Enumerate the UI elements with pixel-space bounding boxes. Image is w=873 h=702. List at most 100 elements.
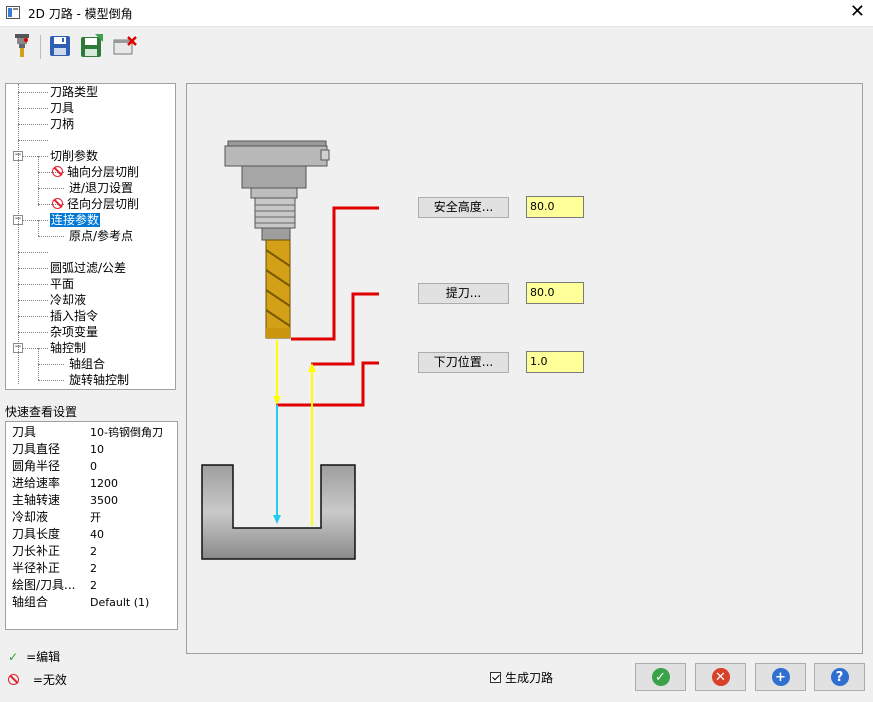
legend-invalid: =无效	[8, 671, 67, 688]
save-green-icon	[81, 34, 103, 57]
tree-item-label: 轴控制	[50, 341, 87, 355]
tree-item[interactable]: 圆弧过滤/公差	[50, 260, 126, 276]
tree-item[interactable]: 径向分层切削	[52, 196, 139, 212]
tool-holder-illustration	[224, 140, 330, 241]
tree-item[interactable]: 插入指令	[50, 308, 98, 324]
tree-item-label: 平面	[50, 277, 75, 291]
quick-view-value: 2	[90, 562, 97, 575]
invalid-icon	[52, 198, 63, 209]
tree-item-label: 径向分层切削	[67, 197, 140, 211]
quick-view-value: 3500	[90, 494, 118, 507]
quick-view-value: 2	[90, 579, 97, 592]
cancel-icon: ✕	[711, 668, 730, 686]
tree-item[interactable]: 杂项变量	[50, 324, 98, 340]
tree-item-label: 刀柄	[50, 117, 75, 131]
tree-item[interactable]: 旋转轴控制	[69, 372, 129, 388]
ok-icon: ✓	[651, 668, 670, 686]
tree-item[interactable]: 平面	[50, 276, 74, 292]
tree-item-label: 原点/参考点	[69, 229, 134, 243]
cancel-button[interactable]: ✕	[695, 663, 746, 691]
quick-view-key: 刀具长度	[12, 527, 61, 541]
close-button[interactable]: ✕	[849, 1, 865, 22]
quick-view-value: 1200	[90, 477, 118, 490]
tree-connector	[18, 84, 19, 384]
workpiece-illustration	[201, 464, 356, 560]
tree-item[interactable]: 刀具	[50, 100, 74, 116]
tree-item[interactable]: 切削参数	[50, 148, 98, 164]
tree-item-label: 冷却液	[50, 293, 87, 307]
feed-plane-button[interactable]: 下刀位置...	[418, 352, 509, 373]
tool-button[interactable]	[8, 32, 36, 60]
feed-plane-field[interactable]: 1.0	[526, 351, 584, 373]
linking-parameters-panel: 安全高度... 80.0 提刀... 80.0 下刀位置... 1.0	[186, 83, 863, 654]
help-icon: ?	[830, 668, 849, 686]
quick-view-key: 轴组合	[12, 595, 49, 609]
tool-icon	[15, 34, 29, 57]
delete-button[interactable]	[111, 32, 139, 60]
tree-item[interactable]: 原点/参考点	[69, 228, 133, 244]
tree-connector	[18, 348, 48, 349]
help-button[interactable]: ?	[814, 663, 865, 691]
retract-field[interactable]: 80.0	[526, 282, 584, 304]
quick-view-key: 刀具	[12, 425, 37, 439]
add-icon: +	[771, 668, 790, 686]
tree-item[interactable]: 轴组合	[69, 356, 105, 372]
legend-edit-label: =编辑	[26, 650, 61, 664]
save-green-button[interactable]	[78, 32, 106, 60]
tree-item[interactable]: 刀柄	[50, 116, 74, 132]
tree-item-label: 刀路类型	[50, 85, 99, 99]
clearance-field[interactable]: 80.0	[526, 196, 584, 218]
quick-view-key: 进给速率	[12, 476, 61, 490]
tree-item-label: 旋转轴控制	[69, 373, 130, 387]
quick-view-value: 0	[90, 460, 97, 473]
title-bar: 2D 刀路 - 模型倒角 ✕	[0, 0, 873, 27]
tree-connector	[18, 252, 48, 253]
ok-button[interactable]: ✓	[635, 663, 686, 691]
clearance-button[interactable]: 安全高度...	[418, 197, 509, 218]
retract-leader-line	[311, 292, 379, 366]
cutter-illustration	[265, 239, 291, 339]
quick-view-key: 刀具直径	[12, 442, 61, 456]
quick-view-key: 绘图/刀具...	[12, 578, 76, 592]
tree-item[interactable]: 连接参数	[50, 212, 101, 228]
quick-view-value: 40	[90, 528, 104, 541]
quick-view-value: 10-钨钢倒角刀	[90, 426, 163, 439]
tree-connector	[38, 236, 64, 237]
tree-item[interactable]: 刀路类型	[50, 84, 98, 100]
navigation-tree[interactable]: 刀路类型刀具刀柄−切削参数轴向分层切削进/退刀设置径向分层切削−连接参数原点/参…	[5, 83, 176, 390]
add-button[interactable]: +	[755, 663, 806, 691]
legend-invalid-label: =无效	[32, 673, 67, 687]
tree-item[interactable]: 轴向分层切削	[52, 164, 139, 180]
tree-connector	[38, 220, 39, 236]
quick-view-key: 刀长补正	[12, 544, 61, 558]
tree-item-label: 轴组合	[69, 357, 106, 371]
tree-item-label: 刀具	[50, 101, 75, 115]
tree-connector	[18, 140, 48, 141]
tree-item[interactable]: 冷却液	[50, 292, 86, 308]
tree-item-label: 插入指令	[50, 309, 99, 323]
tree-connector	[18, 108, 48, 109]
save-button[interactable]	[46, 32, 74, 60]
toolbar-separator	[40, 35, 41, 59]
tree-connector	[18, 220, 48, 221]
quick-view-title: 快速查看设置	[5, 405, 78, 419]
quick-view-value: 开	[90, 511, 101, 524]
feed-arrowhead	[273, 515, 281, 524]
window-title: 2D 刀路 - 模型倒角	[28, 7, 133, 21]
tree-item[interactable]: 轴控制	[50, 340, 86, 356]
generate-toolpath-checkbox[interactable]: 生成刀路	[490, 669, 553, 686]
retract-arrowhead	[308, 363, 316, 372]
quick-view-key: 圆角半径	[12, 459, 61, 473]
tree-connector	[18, 268, 48, 269]
generate-toolpath-label: 生成刀路	[505, 671, 554, 685]
checkbox-icon[interactable]	[490, 672, 501, 683]
quick-view-key: 半径补正	[12, 561, 61, 575]
tree-connector	[18, 300, 48, 301]
tree-connector	[18, 332, 48, 333]
tree-connector	[18, 156, 48, 157]
tree-item[interactable]: 进/退刀设置	[69, 180, 133, 196]
toolbar	[0, 27, 873, 67]
retract-button[interactable]: 提刀...	[418, 283, 509, 304]
tree-item-label: 杂项变量	[50, 325, 99, 339]
